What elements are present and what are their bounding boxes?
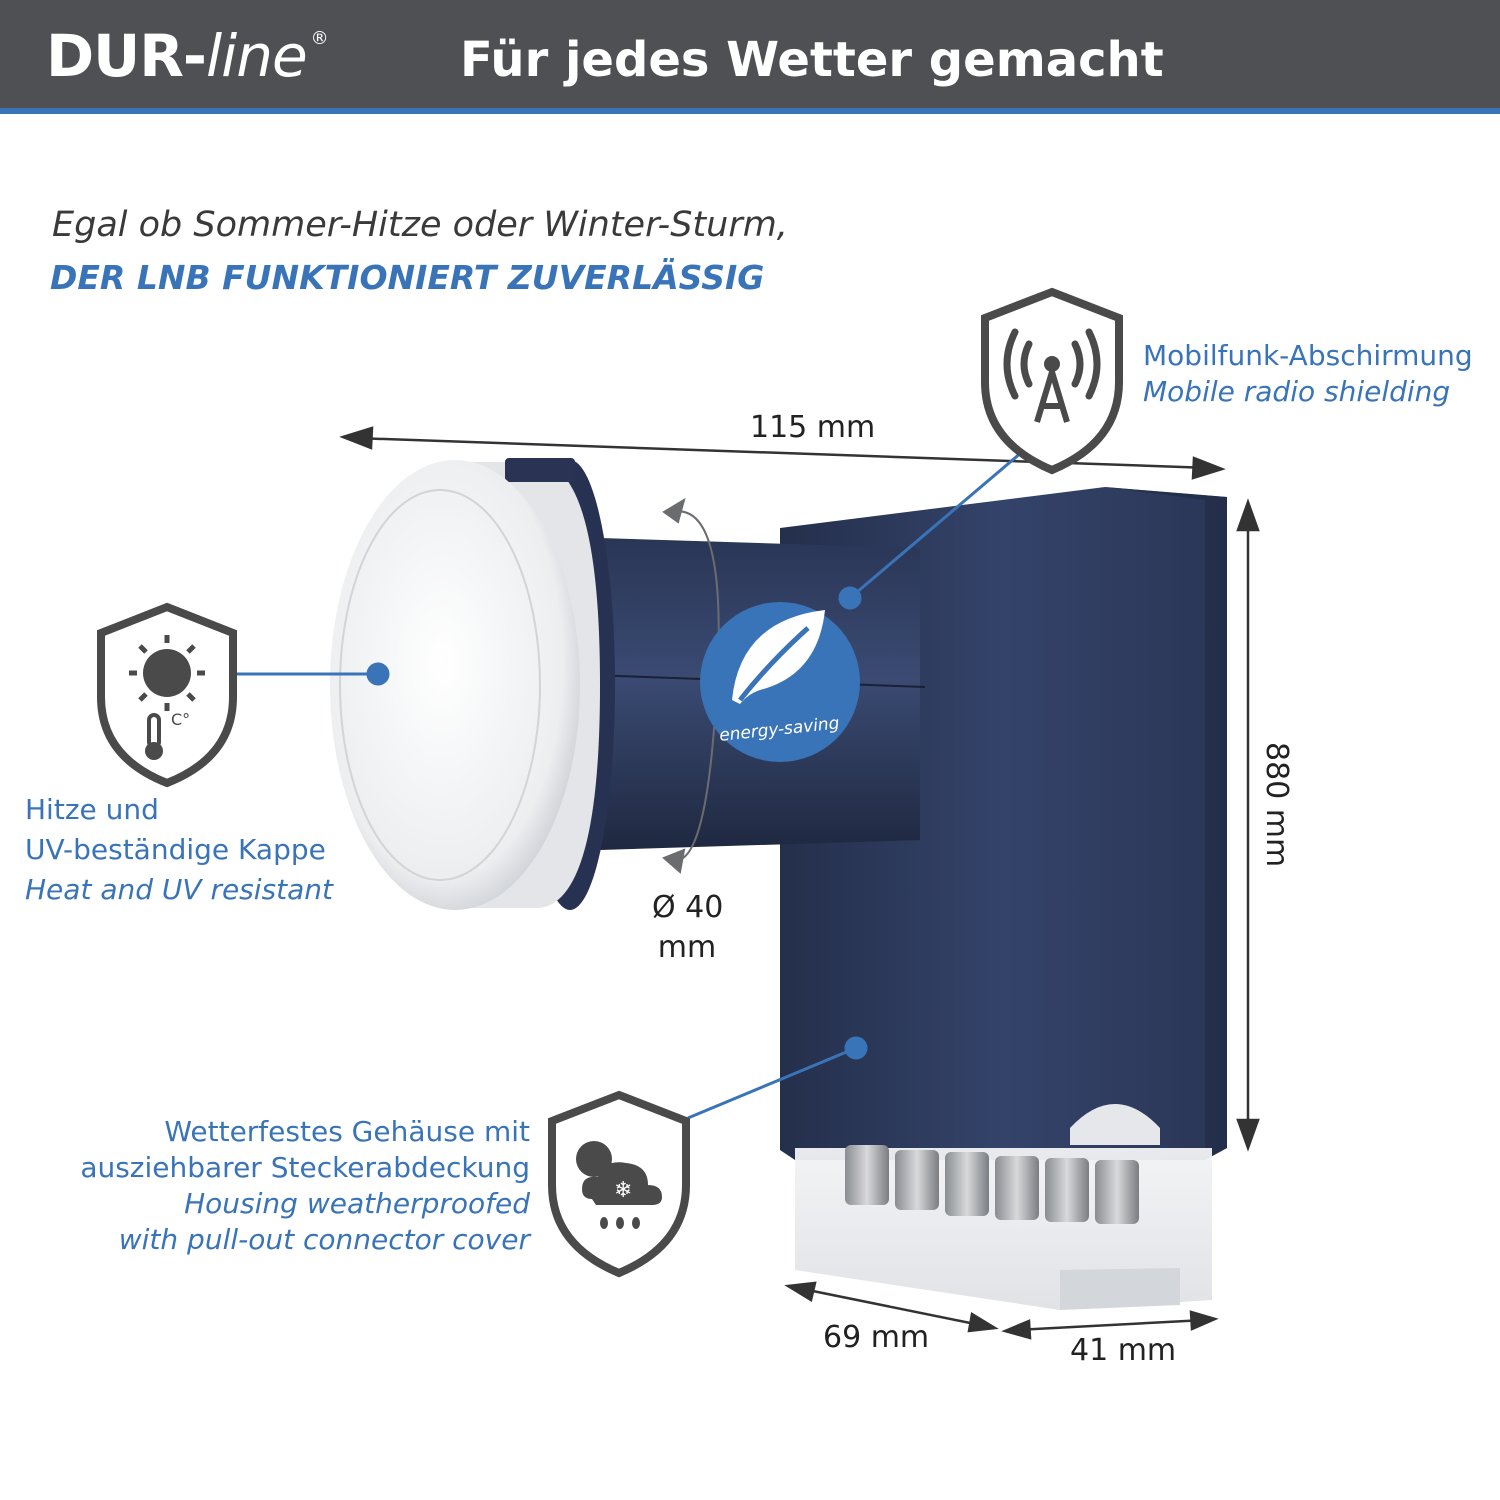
connector-cover (795, 1104, 1212, 1310)
diameter-dimension-label: Ø 40 mm (652, 890, 724, 965)
page-title: Für jedes Wetter gemacht (460, 32, 1164, 88)
energy-saving-badge (700, 602, 860, 762)
cap-leader-dot (366, 662, 390, 686)
depth-dimension-arrow (784, 1281, 999, 1333)
thickness-dimension-arrow (1001, 1310, 1219, 1340)
housing-leader-line (687, 1046, 857, 1120)
height-dimension-label: 880 mm (1259, 742, 1294, 868)
shielding-leader-line (849, 450, 1023, 600)
width-dimension-label: 115 mm (750, 410, 876, 445)
lnb-cap (330, 458, 615, 910)
housing-leader-dot (844, 1036, 868, 1060)
cap-label: Hitze und UV-beständige Kappe Heat and U… (25, 793, 333, 906)
intro-highlight: DER LNB FUNKTIONIERT ZUVERLÄSSIG (50, 258, 765, 297)
shielding-leader-dot (838, 586, 862, 610)
weather-shield-icon: ❄ (548, 1090, 690, 1278)
brand-logo: DUR-line® (46, 22, 329, 90)
sun-thermometer-shield-icon: C° (97, 602, 237, 788)
svg-text:C°: C° (171, 710, 190, 729)
height-dimension-arrow (1236, 498, 1260, 1152)
intro-text: Egal ob Sommer-Hitze oder Winter-Sturm, (52, 205, 788, 245)
housing-label: Wetterfestes Gehäuse mit ausziehbarer St… (80, 1115, 530, 1256)
shielding-label: Mobilfunk-Abschirmung Mobile radio shiel… (1143, 339, 1473, 408)
depth-dimension-label: 69 mm (823, 1320, 930, 1355)
thickness-dimension-label: 41 mm (1070, 1333, 1177, 1368)
svg-text:❄: ❄ (614, 1178, 632, 1203)
header-bar: DUR-line® Für jedes Wetter gemacht (0, 0, 1500, 114)
antenna-shield-icon (981, 287, 1123, 475)
